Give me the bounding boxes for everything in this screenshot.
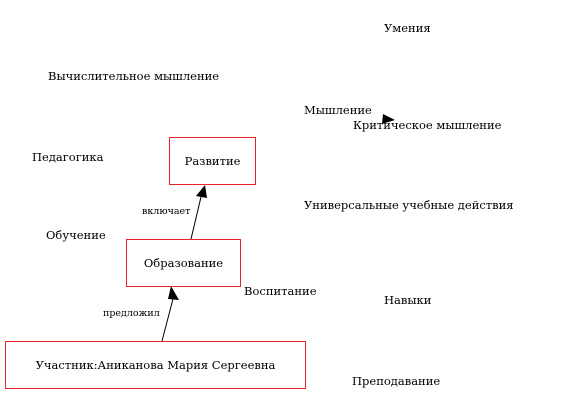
node-myshlenie[interactable]: Мышление (304, 103, 372, 117)
node-uchastnik[interactable]: Участник:Аниканова Мария Сергеевна (5, 341, 306, 389)
node-obrazovanie-label: Образование (143, 256, 224, 270)
node-razvitie-label: Развитие (184, 154, 241, 168)
node-vychislitelnoe[interactable]: Вычислительное мышление (48, 69, 220, 83)
edge-uchastnik-obrazovanie (161, 298, 174, 342)
node-obuchenie[interactable]: Обучение (46, 228, 106, 242)
arrowhead-kriticheskoe (382, 114, 395, 124)
arrowhead-razvitie (196, 185, 207, 198)
edge-obrazovanie-razvitie (190, 196, 202, 240)
node-obrazovanie[interactable]: Образование (126, 239, 241, 287)
node-universalnye[interactable]: Универсальные учебные действия (304, 198, 514, 212)
node-razvitie[interactable]: Развитие (169, 137, 256, 185)
node-prepodavanie[interactable]: Преподавание (352, 374, 441, 388)
arrowhead-obrazovanie (168, 286, 179, 300)
node-pedagogika[interactable]: Педагогика (32, 150, 104, 164)
edge-label-predlozhil: предложил (103, 308, 160, 319)
node-kriticheskoe[interactable]: Критическое мышление (353, 118, 502, 132)
node-umeniya[interactable]: Умения (384, 21, 431, 35)
edge-label-vklyuchaet: включает (142, 206, 191, 217)
node-uchastnik-label: Участник:Аниканова Мария Сергеевна (35, 358, 276, 372)
node-navyki[interactable]: Навыки (384, 293, 432, 307)
node-vospitanie[interactable]: Воспитание (244, 284, 317, 298)
